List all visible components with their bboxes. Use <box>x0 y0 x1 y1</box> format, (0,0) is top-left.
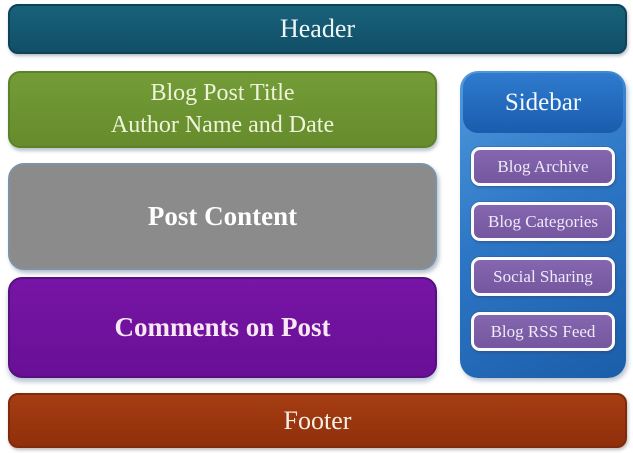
comments-label: Comments on Post <box>114 312 331 342</box>
sidebar-item-social-sharing: Social Sharing <box>471 257 615 296</box>
sidebar-item-label: Social Sharing <box>493 266 593 286</box>
author-date-line: Author Name and Date <box>110 111 335 138</box>
sidebar-item-blog-archive: Blog Archive <box>471 147 615 186</box>
blog-post-title-box: Blog Post Title Author Name and Date <box>8 71 437 148</box>
footer-box: Footer <box>8 393 627 448</box>
footer-label: Footer <box>283 405 352 435</box>
header-label: Header <box>279 14 356 43</box>
post-content-box: Post Content <box>8 163 437 270</box>
sidebar-item-blog-categories: Blog Categories <box>471 202 615 241</box>
sidebar-item-label: Blog Archive <box>497 156 589 176</box>
sidebar-title-box: Sidebar <box>463 73 623 133</box>
sidebar-title: Sidebar <box>504 89 582 116</box>
post-content-label: Post Content <box>147 201 298 231</box>
sidebar-item-label: Blog RSS Feed <box>490 321 596 341</box>
blog-post-title-line: Blog Post Title <box>150 80 295 107</box>
header-box: Header <box>8 4 627 54</box>
sidebar-item-blog-rss-feed: Blog RSS Feed <box>471 312 615 351</box>
comments-box: Comments on Post <box>8 277 437 378</box>
sidebar: Sidebar Blog Archive Blog Categories Soc… <box>460 71 626 378</box>
sidebar-item-label: Blog Categories <box>487 211 598 231</box>
